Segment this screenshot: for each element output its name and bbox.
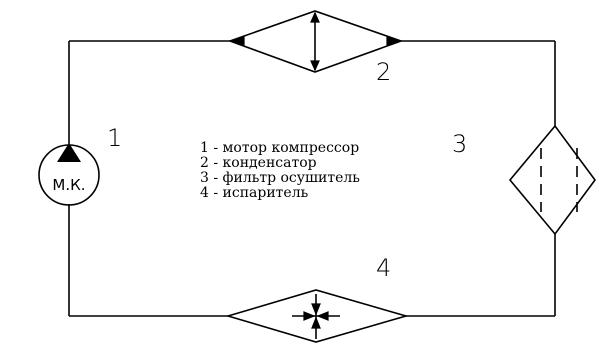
evaporator-left-arrow-icon [316,311,329,321]
number-2-label: 2 [376,58,391,86]
number-1-label: 1 [107,124,122,152]
compressor-label: М.К. [52,176,85,194]
legend: 1 - мотор компрессор 2 - конденсатор 3 -… [200,140,360,201]
filter-drier [508,124,596,236]
condenser-right-arrow-icon [386,36,401,46]
condenser [227,10,404,73]
evaporator-down-arrow-icon [311,303,321,316]
motor-compressor: М.К. [38,143,100,206]
evaporator-diamond [225,289,409,343]
condenser-down-arrow-icon [310,60,320,72]
evaporator-up-arrow-icon [311,316,321,329]
legend-item-evaporator: 4 - испаритель [200,185,309,201]
legend-item-filter-drier: 3 - фильтр осушитель [200,170,360,186]
evaporator-right-arrow-icon [303,311,316,321]
evaporator [225,289,409,343]
condenser-left-arrow-icon [230,36,245,46]
number-3-label: 3 [452,130,467,158]
filter-diamond [508,124,596,236]
compressor-arrow-icon [57,143,81,162]
circuit-pipes [68,40,556,317]
number-4-label: 4 [376,254,391,282]
legend-item-compressor: 1 - мотор компрессор [200,140,359,156]
condenser-diamond [227,10,404,73]
condenser-up-arrow-icon [310,11,320,23]
legend-item-condenser: 2 - конденсатор [200,155,317,171]
